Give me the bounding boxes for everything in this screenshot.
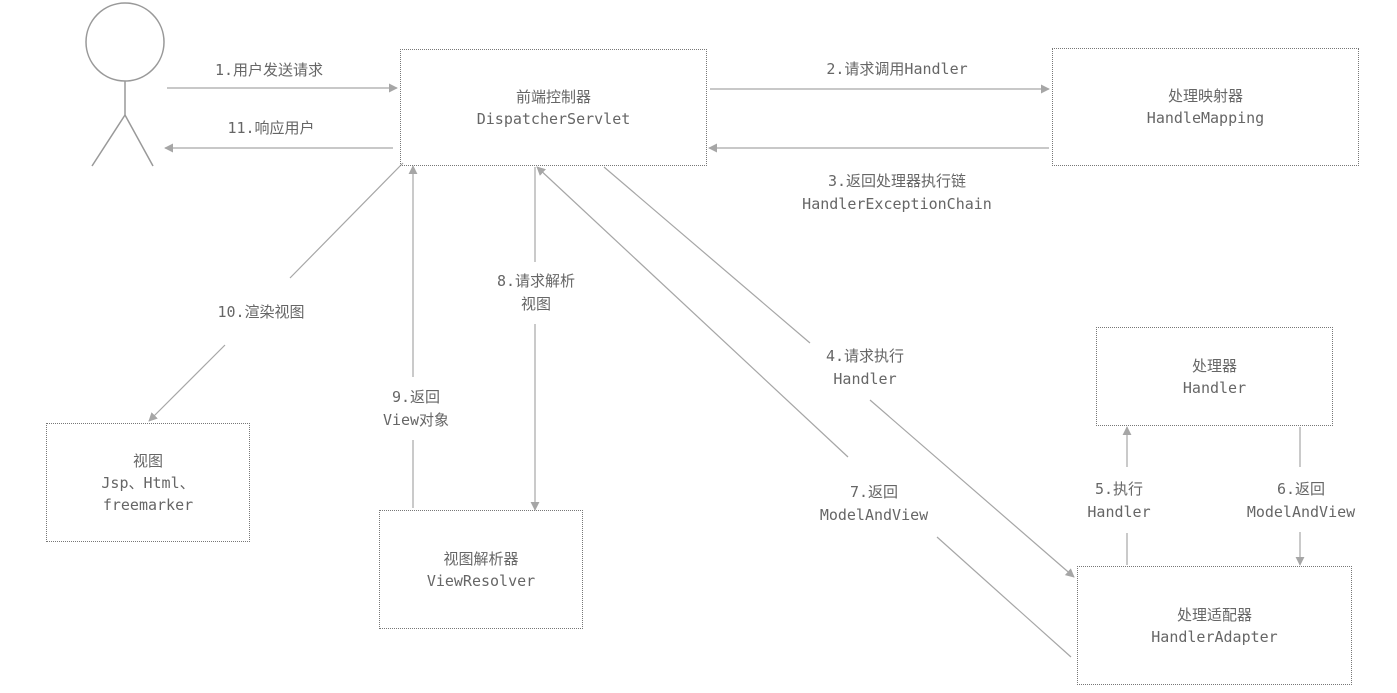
edge-4-label: 4.请求执行 Handler <box>825 347 905 388</box>
handle-mapping-box: 处理映射器 HandleMapping <box>1052 48 1359 166</box>
edge-1-label: 1.用户发送请求 <box>214 61 324 79</box>
handler-box: 处理器 Handler <box>1096 327 1333 426</box>
resolver-title: 视图解析器 <box>443 549 519 568</box>
edge-7-label: 7.返回 ModelAndView <box>819 483 929 524</box>
adapter-subtitle: HandlerAdapter <box>1151 627 1278 646</box>
handler-title: 处理器 <box>1191 356 1237 375</box>
view-title: 视图 <box>132 451 163 470</box>
edge-4-arrow <box>869 399 1075 578</box>
view-line2: Jsp、Html、 <box>101 473 195 492</box>
user-actor-icon <box>85 2 165 167</box>
view-line3: freemarker <box>102 495 194 514</box>
edge-8-label: 8.请求解析 视图 <box>496 272 576 313</box>
view-resolver-box: 视图解析器 ViewResolver <box>379 510 583 629</box>
edge-11-label: 11.响应用户 <box>227 119 315 137</box>
handler-subtitle: Handler <box>1182 378 1247 397</box>
edge-3-label: 3.返回处理器执行链 HandlerExceptionChain <box>802 172 992 213</box>
mapping-title: 处理映射器 <box>1167 87 1243 105</box>
dispatcher-subtitle: DispatcherServlet <box>476 109 631 128</box>
edge-10-segment-a <box>289 162 404 279</box>
edge-4-segment-a <box>603 166 811 344</box>
resolver-subtitle: ViewResolver <box>426 571 536 590</box>
edge-9-label: 9.返回 View对象 <box>382 388 450 429</box>
edge-7-arrow <box>536 166 849 458</box>
view-box: 视图 Jsp、Html、 freemarker <box>46 423 250 542</box>
edge-10-arrow <box>148 344 226 422</box>
edge-6-label: 6.返回 ModelAndView <box>1246 480 1356 521</box>
dispatcher-title: 前端控制器 <box>515 87 591 106</box>
dispatcher-servlet-box: 前端控制器 DispatcherServlet <box>400 49 707 166</box>
edge-5-label: 5.执行 Handler <box>1087 480 1151 521</box>
mapping-subtitle: HandleMapping <box>1146 109 1265 127</box>
handler-adapter-box: 处理适配器 HandlerAdapter <box>1077 566 1352 685</box>
adapter-title: 处理适配器 <box>1176 605 1252 624</box>
edge-7-segment-a <box>936 536 1072 658</box>
edge-10-label: 10.渲染视图 <box>217 303 305 321</box>
edge-2-label: 2.请求调用Handler <box>826 60 968 78</box>
